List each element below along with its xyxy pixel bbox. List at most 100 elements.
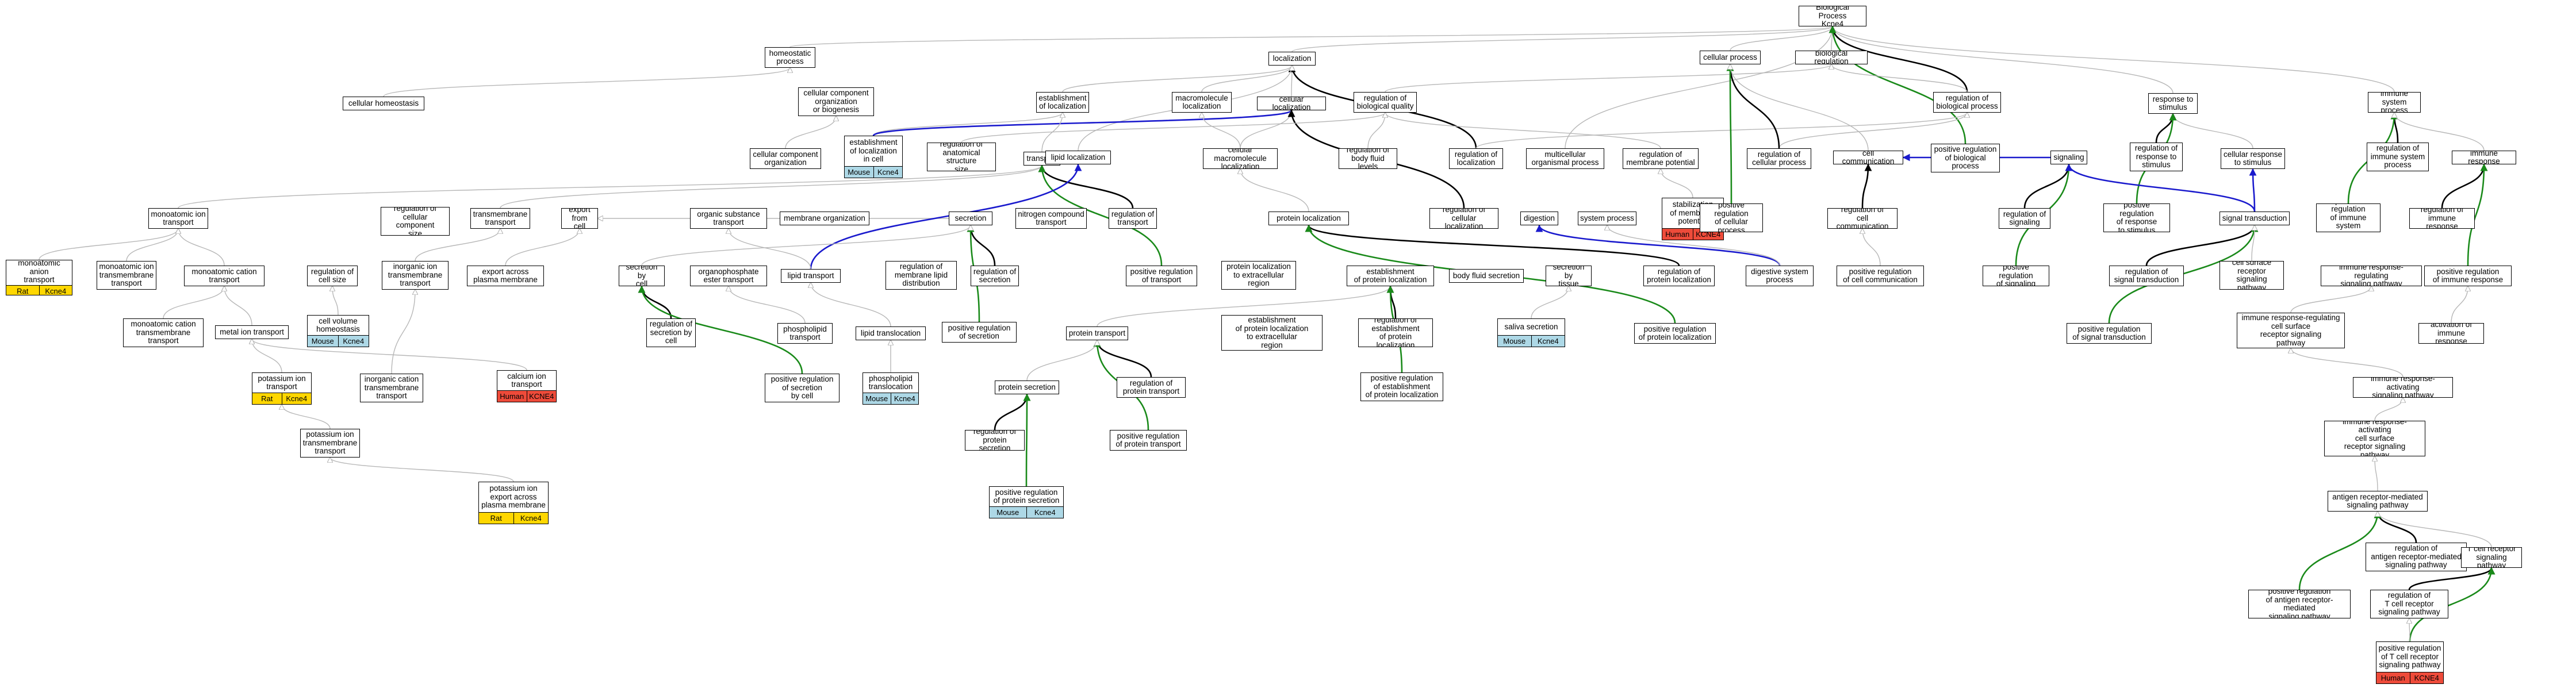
go-term-node[interactable]: homeostatic process [765,47,815,68]
go-term-node[interactable]: response to stimulus [2148,93,2198,114]
go-term-node[interactable]: positive regulation of signal transducti… [2067,323,2152,344]
go-term-node[interactable]: protein secretion [995,380,1059,394]
go-term-node[interactable]: regulation of secretion by cell [646,318,696,347]
go-term-node[interactable]: Biological Process Kcne4 [1799,6,1866,26]
go-term-node[interactable]: cell communication [1833,151,1903,164]
go-term-node[interactable]: positive regulation of transport [1126,266,1197,286]
go-term-node[interactable]: positive regulation of cellular process [1700,203,1763,232]
go-term-node[interactable]: regulation of signaling [1999,208,2050,229]
go-term-node[interactable]: potassium ion transmembrane transport [300,429,360,458]
go-term-node[interactable]: membrane organization [780,212,869,225]
go-term-node[interactable]: immune response-activating signaling pat… [2353,377,2453,398]
go-term-node[interactable]: organophosphate ester transport [690,266,767,286]
go-term-node[interactable]: signaling [2050,151,2087,164]
go-term-node[interactable]: phospholipid transport [777,323,833,344]
go-term-node[interactable]: export across plasma membrane [467,266,544,286]
go-term-node[interactable]: signal transduction [2220,212,2290,225]
go-term-node[interactable]: immune response [2452,151,2516,164]
go-term-node[interactable]: positive regulation of secretion by cell [765,374,839,402]
go-term-node[interactable]: regulation of antigen receptor-mediated … [2366,543,2467,571]
go-term-node[interactable]: positive regulation of antigen receptor-… [2248,590,2351,618]
go-term-node[interactable]: activation of immune response [2418,323,2484,344]
go-term-node[interactable]: positive regulation of signaling [1983,266,2049,286]
go-term-node[interactable]: monoatomic ion transport [148,208,208,229]
go-term-node[interactable]: localization [1268,52,1316,66]
go-term-node[interactable]: monoatomic ion transmembrane transport [97,261,156,290]
go-term-node[interactable]: regulation of cell size [307,266,358,286]
go-term-node[interactable]: monoatomic cation transmembrane transpor… [123,318,204,347]
go-term-node[interactable]: positive regulation of cell communicatio… [1837,266,1924,286]
go-term-node[interactable]: regulation of secretion [971,266,1019,286]
go-term-node[interactable]: cellular process [1700,51,1761,64]
go-term-node[interactable]: positive regulation of response to stimu… [2103,203,2170,232]
go-term-node[interactable]: lipid localization [1045,151,1111,164]
go-term-node[interactable]: body fluid secretion [1449,269,1524,283]
go-term-node[interactable]: inorganic cation transmembrane transport [360,374,423,402]
go-term-node[interactable]: cellular macromolecule localization [1203,148,1278,169]
go-term-node[interactable]: regulation of cellular component size [381,207,450,236]
go-term-node[interactable]: multicellular organismal process [1526,148,1604,169]
go-term-node[interactable]: digestion [1520,212,1558,225]
go-term-node[interactable]: regulation of signal transduction [2109,266,2184,286]
go-term-node[interactable]: protein localization [1268,212,1349,225]
go-term-node[interactable]: digestive system process [1746,266,1814,286]
go-term-node[interactable]: regulation of localization [1449,148,1503,169]
go-term-node[interactable]: regulation of transport [1109,208,1157,229]
go-term-node[interactable]: establishment of protein localization to… [1221,315,1322,351]
go-term-node[interactable]: regulation of cell communication [1827,208,1897,229]
go-term-node[interactable]: system process [1578,212,1636,225]
go-term-node[interactable]: lipid transport [781,269,841,283]
go-term-node[interactable]: immune system process [2368,92,2421,113]
go-term-node[interactable]: secretion by tissue [1546,266,1592,286]
go-term-node[interactable]: regulation of membrane potential [1623,148,1699,169]
go-term-node[interactable]: potassium ion export across plasma membr… [478,482,549,524]
go-term-node[interactable]: cellular homeostasis [343,97,424,110]
go-term-node[interactable]: protein transport [1066,326,1128,340]
go-term-node[interactable]: antigen receptor-mediated signaling path… [2328,491,2428,512]
go-term-node[interactable]: regulation of T cell receptor signaling … [2370,590,2448,618]
go-term-node[interactable]: biological regulation [1795,51,1868,64]
go-term-node[interactable]: organic substance transport [690,208,767,229]
go-term-node[interactable]: regulation of protein localization [1643,266,1715,286]
go-term-node[interactable]: regulation of immune system process [2367,143,2429,171]
go-term-node[interactable]: regulation of cellular process [1747,148,1811,169]
go-term-node[interactable]: cellular component organization or bioge… [798,87,874,116]
go-term-node[interactable]: lipid translocation [856,326,926,340]
go-term-node[interactable]: establishment of localization [1036,92,1089,113]
go-term-node[interactable]: nitrogen compound transport [1015,208,1087,229]
go-term-node[interactable]: regulation of biological process [1933,92,2001,113]
go-term-node[interactable]: cell surface receptor signaling pathway [2220,261,2284,290]
go-term-node[interactable]: immune response-regulating cell surface … [2237,313,2345,348]
go-term-node[interactable]: secretion [949,212,992,225]
go-term-node[interactable]: establishment of protein localization [1347,266,1434,286]
go-term-node[interactable]: secretion by cell [619,266,665,286]
go-term-node[interactable]: cellular component organization [750,148,821,169]
go-term-node[interactable]: regulation of protein transport [1117,377,1186,398]
go-term-node[interactable]: cellular localization [1257,97,1326,110]
go-term-node[interactable]: regulation of body fluid levels [1339,148,1397,169]
go-term-node[interactable]: T cell receptor signaling pathway [2461,547,2522,568]
go-term-node[interactable]: macromolecule localization [1172,92,1232,113]
go-term-node[interactable]: positive regulation of protein secretion… [989,486,1064,518]
go-term-node[interactable]: positive regulation of establishment of … [1360,372,1443,401]
go-term-node[interactable]: positive regulation of immune response [2424,266,2512,286]
go-term-node[interactable]: regulation of response to stimulus [2130,143,2183,171]
go-term-node[interactable]: regulation of anatomical structure size [927,143,996,171]
go-term-node[interactable]: positive regulation of immune system pro… [2316,203,2380,232]
go-term-node[interactable]: cellular response to stimulus [2221,148,2285,169]
go-term-node[interactable]: regulation of establishment of protein l… [1358,318,1433,347]
go-term-node[interactable]: regulation of cellular localization [1429,208,1498,229]
go-term-node[interactable]: immune response-regulating signaling pat… [2321,266,2422,286]
go-term-node[interactable]: regulation of protein secretion [965,430,1025,451]
go-term-node[interactable]: regulation of biological quality [1354,92,1417,113]
go-term-node[interactable]: positive regulation of biological proces… [1931,144,2000,172]
go-term-node[interactable]: positive regulation of protein localizat… [1634,323,1716,344]
go-term-node[interactable]: inorganic ion transmembrane transport [382,261,448,290]
go-term-node[interactable]: metal ion transport [215,325,289,339]
